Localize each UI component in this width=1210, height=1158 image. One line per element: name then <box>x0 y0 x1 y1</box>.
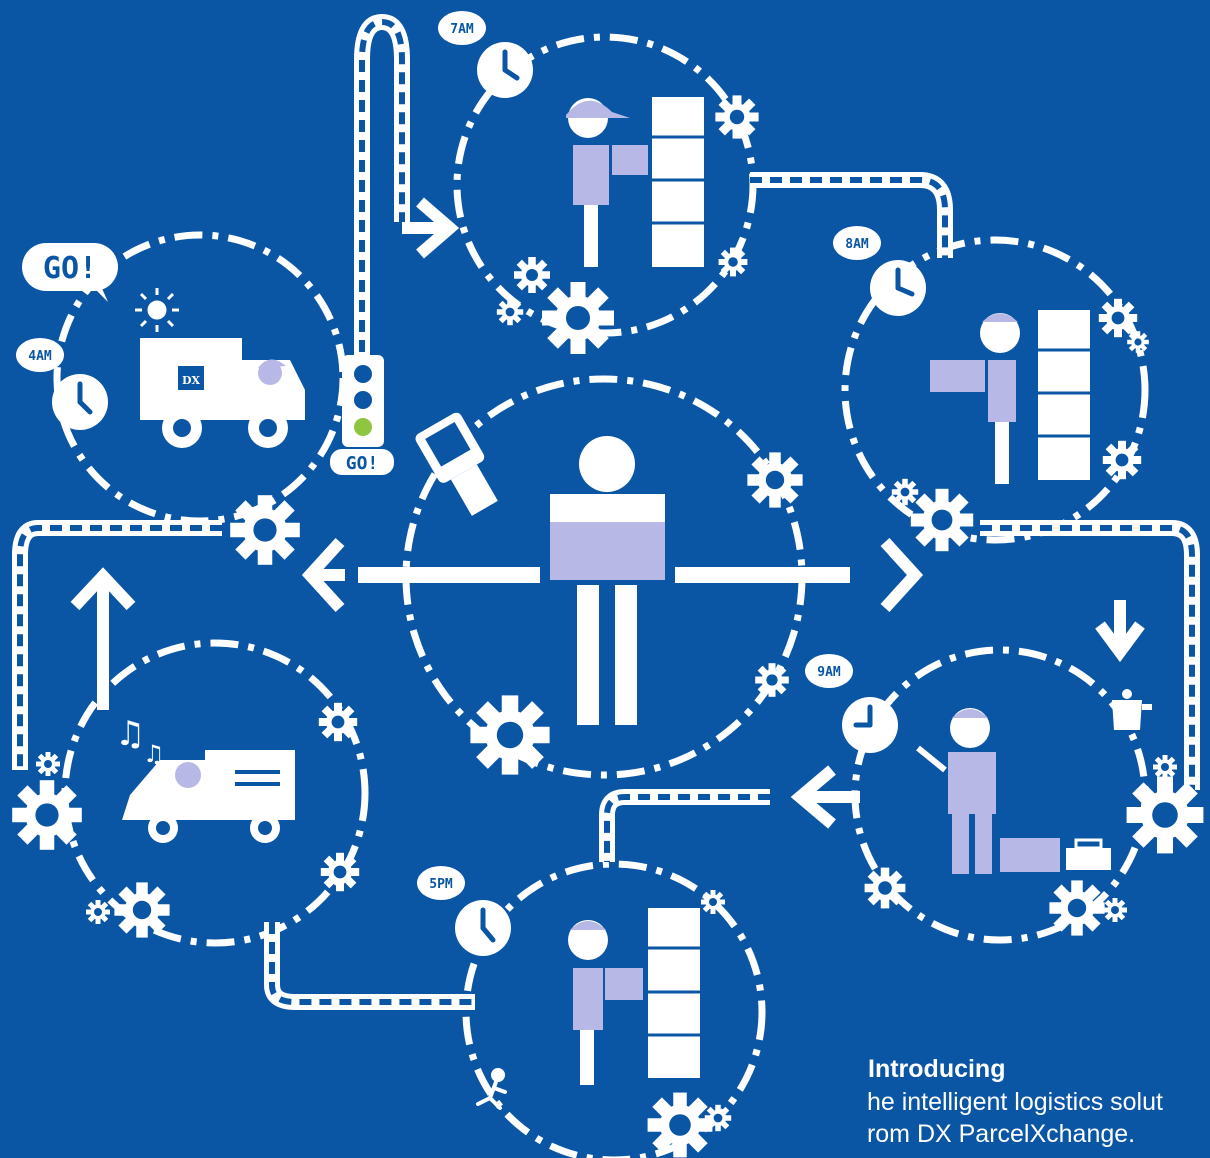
time-label-4am: 4AM <box>28 349 52 364</box>
time-label-7am: 7AM <box>450 22 474 37</box>
svg-text:♫: ♫ <box>115 714 145 754</box>
svg-text:GO!: GO! <box>346 453 379 474</box>
central-figure <box>550 436 665 725</box>
circle-8am <box>841 236 1149 544</box>
svg-text:GO!: GO! <box>43 251 97 286</box>
delivery-truck-icon <box>140 338 305 448</box>
caption-line-2: from DX ParcelXchange. <box>868 1120 1136 1148</box>
handheld-scanner-icon <box>415 412 498 516</box>
clock-icon <box>52 42 926 956</box>
intro-caption: Introducing the intelligent logistics so… <box>868 1052 1210 1158</box>
running-person-icon <box>476 1068 507 1110</box>
warehouse-worker-7am <box>566 97 704 267</box>
circle-5pm <box>462 860 766 1158</box>
arrow-icon <box>70 197 1145 829</box>
time-label-9am: 9AM <box>817 665 841 680</box>
go-speech-bubble: GO! <box>22 243 118 302</box>
music-note-icon: ♫ ♫ <box>115 714 165 768</box>
kettle-icon <box>1112 689 1152 730</box>
time-label-5pm: 5PM <box>429 877 453 892</box>
warehouse-worker-8am <box>930 310 1090 484</box>
time-label-8am: 8AM <box>845 237 869 252</box>
caption-heading: Introducing <box>868 1055 1006 1083</box>
svg-text:♫: ♫ <box>143 740 165 768</box>
time-label-bubbles <box>16 11 881 900</box>
warehouse-worker-5pm <box>568 908 700 1085</box>
mechanic-9am <box>916 708 996 874</box>
toolbox-icon <box>1000 838 1111 872</box>
sun-icon <box>135 288 179 332</box>
van-icon <box>122 750 295 843</box>
traffic-light-icon: GO! <box>330 355 394 475</box>
dx-logo: DX <box>182 374 201 387</box>
caption-line-1: the intelligent logistics solut <box>868 1088 1163 1116</box>
